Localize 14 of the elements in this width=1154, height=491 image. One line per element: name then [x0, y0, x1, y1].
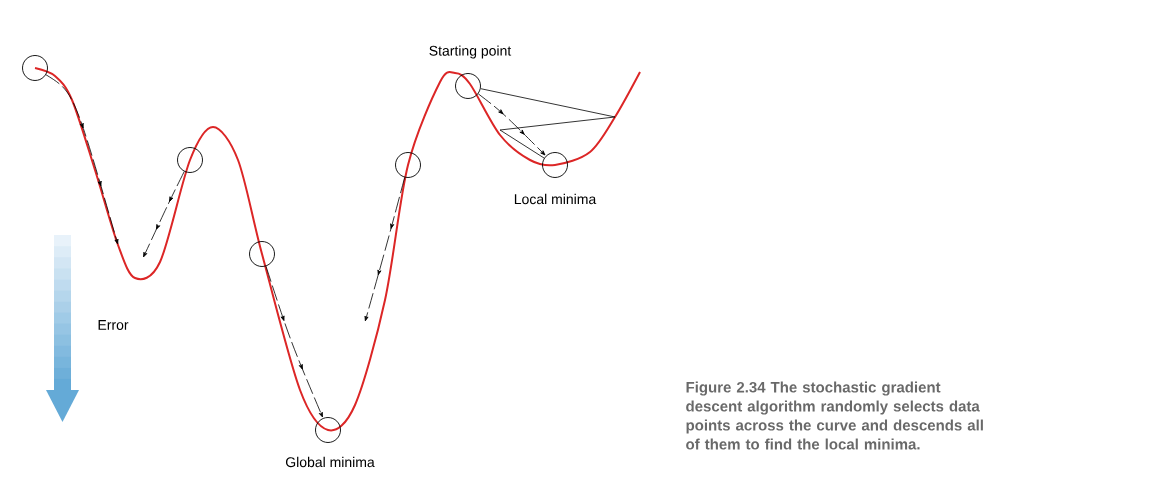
axis-label: Error: [98, 320, 129, 330]
point-circle: [249, 241, 275, 267]
arrow: [477, 93, 546, 156]
point-circle: [22, 55, 48, 81]
arrow: [143, 171, 185, 258]
point-label: Global minima: [285, 456, 375, 468]
point-circle: [177, 147, 203, 173]
point-label: Local minima: [514, 193, 597, 205]
arrow: [265, 265, 323, 418]
point-label: Starting point: [429, 45, 512, 59]
caption: Figure 2.34 The stochastic gradient descent algorithm randomly selects data points across the curve and descends all of them to find the local minima.: [686, 381, 983, 450]
arrow: [364, 177, 406, 322]
point-circle: [395, 152, 421, 178]
arrow: [45, 74, 119, 245]
